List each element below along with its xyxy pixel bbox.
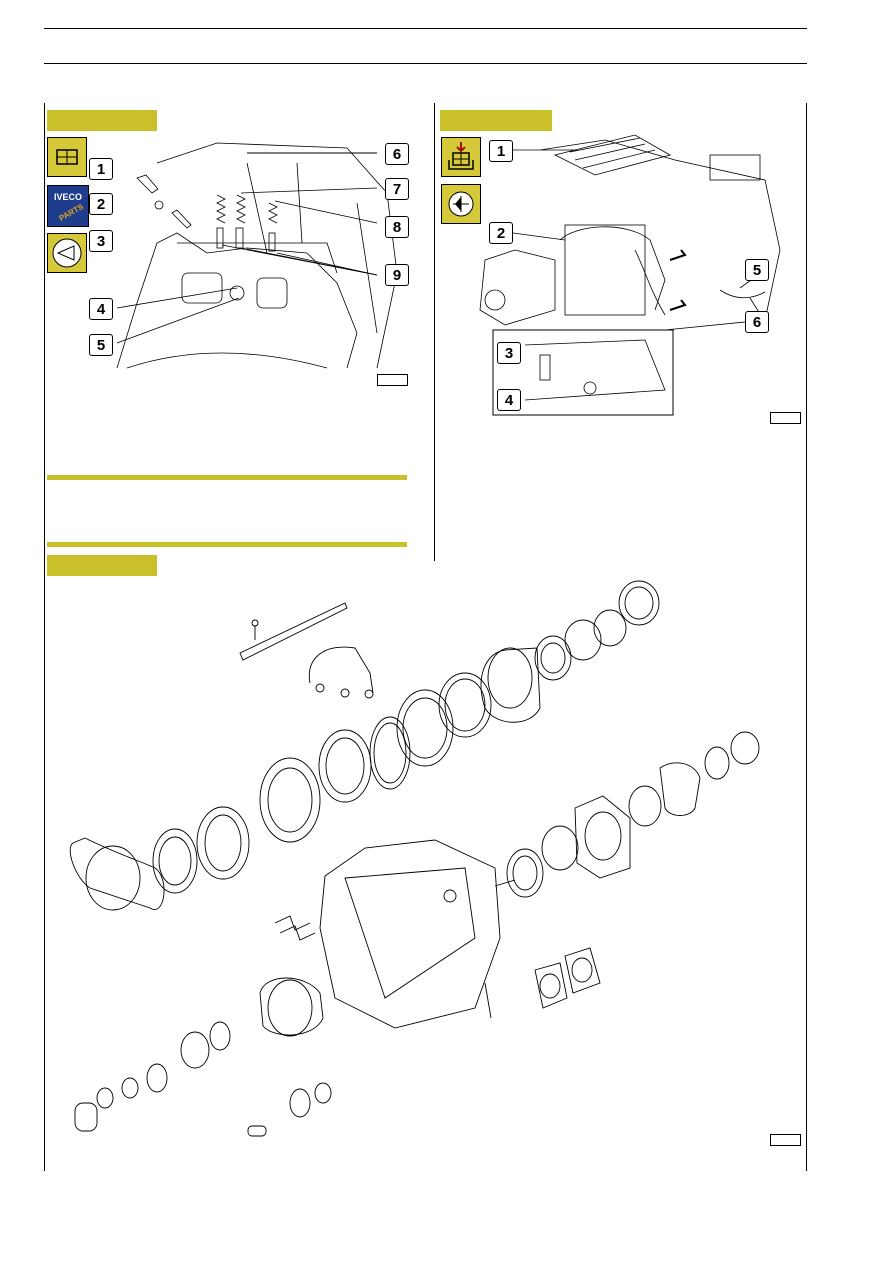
iveco-parts-logo: IVECO PARTS <box>47 185 89 227</box>
callout-4: 4 <box>497 389 521 411</box>
exploded-view-drawing <box>69 580 760 1137</box>
callout-9: 9 <box>385 264 409 286</box>
callout-4: 4 <box>89 298 113 320</box>
figure-tab-1 <box>47 110 157 131</box>
callout-3: 3 <box>89 230 113 252</box>
callout-3: 3 <box>497 342 521 364</box>
callout-5: 5 <box>89 334 113 356</box>
frame-right-line <box>806 103 807 1171</box>
callout-1: 1 <box>489 140 513 162</box>
callout-2: 2 <box>89 193 113 215</box>
callout-8: 8 <box>385 216 409 238</box>
callout-6: 6 <box>385 143 409 165</box>
figure-number-box-3 <box>770 1134 801 1146</box>
column-divider <box>434 103 435 561</box>
gearbox-cover-drawing <box>116 142 398 369</box>
frame-left-line <box>44 103 45 1171</box>
callout-6: 6 <box>745 311 769 333</box>
separator-bar-top <box>47 475 407 480</box>
header-rule-bottom <box>44 63 807 64</box>
removal-icon <box>441 137 481 177</box>
separator-bar-bottom <box>47 542 407 547</box>
gearbox-sensor-drawing <box>479 134 781 416</box>
figure-tab-3 <box>47 555 157 576</box>
callout-1: 1 <box>89 158 113 180</box>
visual-check-icon <box>47 233 87 273</box>
valve-icon <box>441 184 481 224</box>
figure-number-box-1 <box>377 374 408 386</box>
header-rule-top <box>44 28 807 29</box>
figure-number-box-2 <box>770 412 801 424</box>
callout-7: 7 <box>385 178 409 200</box>
transmission-icon <box>47 137 87 177</box>
callout-5: 5 <box>745 259 769 281</box>
callout-2: 2 <box>489 222 513 244</box>
figure-tab-2 <box>440 110 552 131</box>
